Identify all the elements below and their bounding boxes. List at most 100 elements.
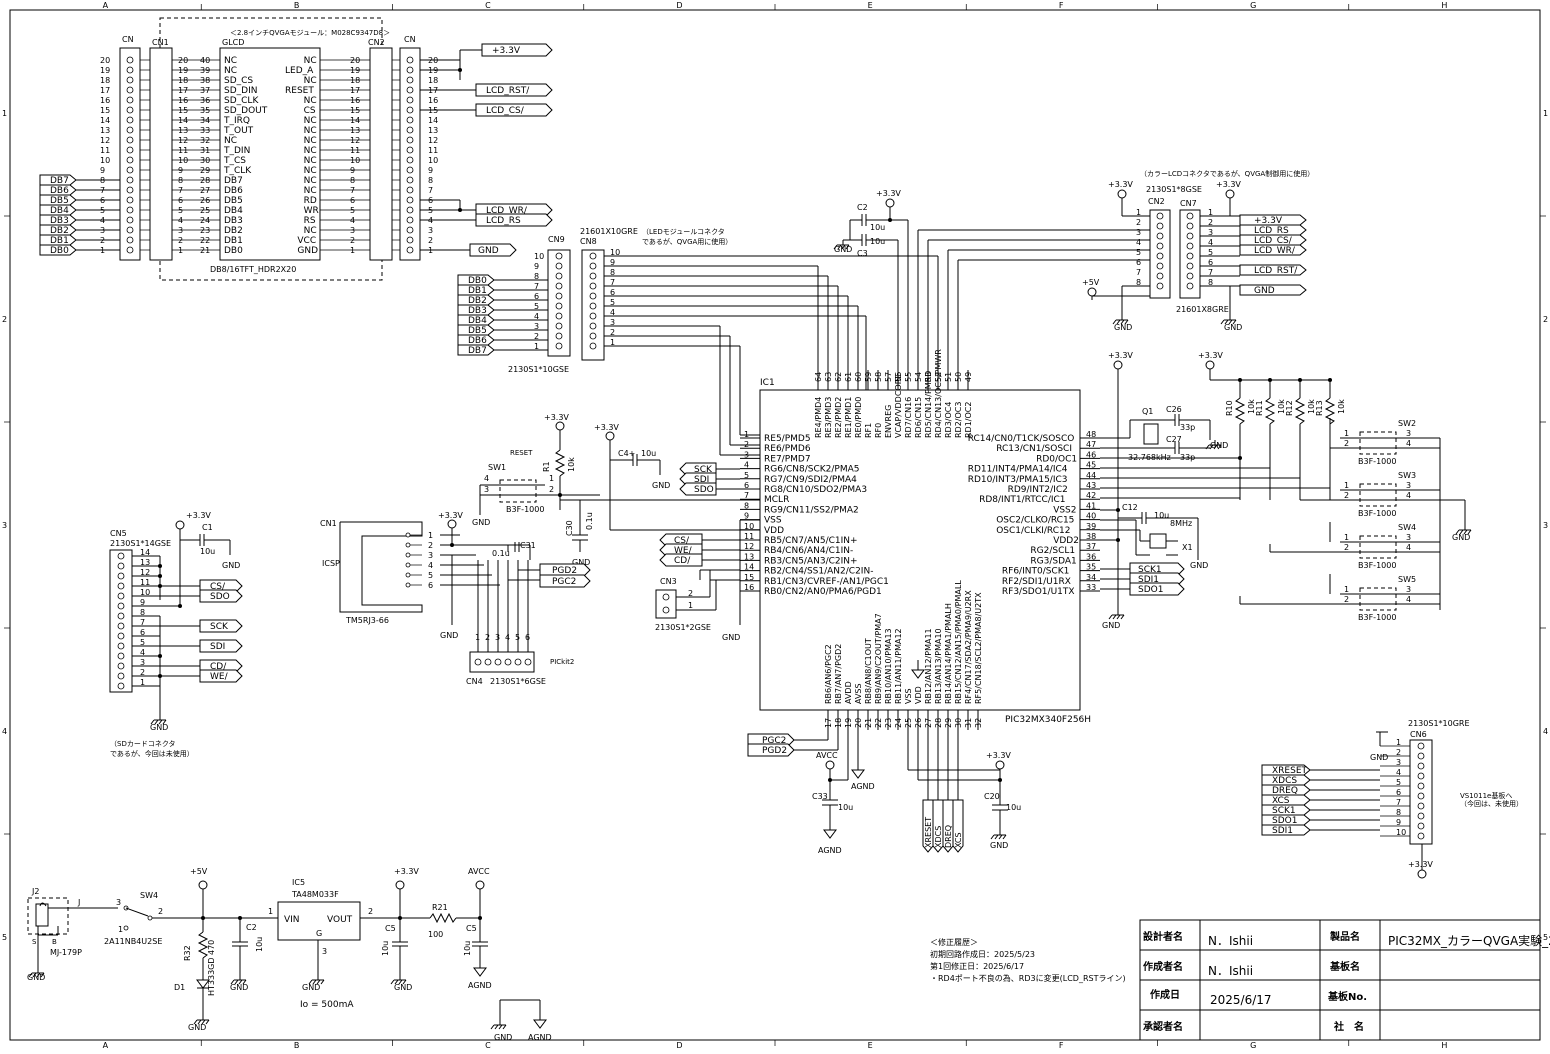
glcd-pin-b: 39 — [200, 66, 210, 75]
col-mark-bottom-E: E — [868, 1041, 873, 1050]
cn7-pin-2: 2 — [1208, 218, 1213, 227]
c33-label: C33 — [812, 792, 828, 801]
cn6-name: CN6 — [1410, 730, 1427, 739]
pgd2-bottom-label: PGD2 — [762, 746, 787, 756]
glcd-pin-a: 17 — [178, 86, 188, 95]
cn2-pin: 2 — [350, 236, 355, 245]
ic-sck-label: SCK — [694, 465, 713, 475]
ic1-sig-27: RB12/AN12/PMA11 — [924, 628, 933, 704]
ic1-sig-50: RD2/OC3 — [954, 402, 963, 438]
ic5-pin1: 1 — [268, 907, 273, 916]
cn2-pin: 20 — [350, 56, 360, 65]
cn2r-pin-6: 6 — [1136, 258, 1141, 267]
ic1-pin-45: 45 — [1086, 461, 1096, 470]
cn2-pin: 1 — [350, 246, 355, 255]
cn2r-pin-7: 7 — [1136, 268, 1141, 277]
tb-company-label: 社 名 — [1333, 1020, 1364, 1033]
cn9-pin: 5 — [534, 302, 539, 311]
cn8-pin: 3 — [610, 318, 615, 327]
cn3-part: 2130S1*2GSE — [655, 623, 711, 632]
history-line3: ・RD4ポート不良の為、RD3に変更(LCD_RSTライン) — [930, 973, 1126, 983]
glcd-right-sig: NC — [304, 166, 317, 176]
glcd-right-sig: NC — [304, 76, 317, 86]
ic1-pin-44: 44 — [1086, 471, 1096, 480]
c20-label: C20 — [984, 792, 1000, 801]
ic1-sig-41: VSS2 — [1053, 505, 1076, 515]
cn6-note2: （今回は、未使用） — [1460, 799, 1523, 808]
glcd-right-sig: RS — [304, 216, 316, 226]
icsp-cn: CN1 — [320, 519, 337, 528]
cn6-net-flag — [1261, 794, 1311, 806]
cn7-net-flag — [1239, 284, 1307, 296]
osc-gnd: GND — [1102, 621, 1120, 630]
ic1-pin-30: 30 — [954, 718, 963, 728]
ic1-sig-40: OSC2/CLKO/RC15 — [996, 516, 1074, 526]
cn9-pin: 1 — [534, 342, 539, 351]
c12-value: 10u — [1154, 511, 1169, 520]
glcd-right-sig: NC — [304, 186, 317, 196]
cn-right-pin: 16 — [428, 96, 438, 105]
ic1-sig-24: RB11/AN11/PMA12 — [894, 628, 903, 704]
col-mark-bottom-H: H — [1441, 1041, 1447, 1050]
ic5-vin: VIN — [284, 915, 300, 925]
cn5-pin-6: 6 — [140, 628, 145, 637]
c31-value: 0.1u — [492, 549, 510, 558]
tb-date: 2025/6/17 — [1210, 993, 1272, 1007]
switch-sw2: SW2 — [1398, 419, 1416, 428]
cn7-vcc: +3.3V — [1216, 180, 1241, 189]
cn7-net-label: LCD_WR/ — [1254, 246, 1296, 256]
cn7-pin-5: 5 — [1208, 248, 1213, 257]
j-label: J — [77, 898, 80, 907]
glcd-pin-b: 27 — [200, 186, 210, 195]
c30-value: 0.1u — [585, 512, 594, 530]
ic1-sig-1: RE5/PMD5 — [764, 434, 811, 444]
ic1-sig-55: RD7/CN16 — [904, 397, 913, 438]
ic1-pin-28: 28 — [934, 718, 943, 728]
ic1-sig-13: RB3/CN5/AN3/C2IN+ — [764, 556, 858, 566]
ic-sdi1-label: SDI1 — [1138, 575, 1159, 585]
cn-right-pin: 10 — [428, 156, 438, 165]
ic-sdo1-label: SDO1 — [1138, 585, 1163, 595]
icsp-pin-3: 3 — [428, 551, 433, 560]
tb-date-label: 作成日 — [1150, 988, 1180, 1001]
glcd-right-sig: WR — [304, 206, 319, 216]
ic1-sig-45: RD11/INT4/PMA14/IC4 — [968, 465, 1068, 475]
left-db3-flag — [39, 214, 77, 226]
pullup-vcc: +3.3V — [1198, 351, 1223, 360]
cn2r-pin-2: 2 — [1136, 218, 1141, 227]
cn5-net-flag — [199, 639, 243, 653]
glcd-right-sig: VCC — [297, 236, 316, 246]
left-db6-label: DB6 — [50, 186, 69, 196]
j2-label: J2 — [31, 887, 39, 896]
ic1-pin-20: 20 — [854, 718, 863, 728]
col-mark-top-E: E — [868, 1, 873, 10]
cn-right-pin: 13 — [428, 126, 438, 135]
osc-vcc: +3.3V — [1108, 351, 1133, 360]
cn2-pin: 13 — [350, 126, 360, 135]
ic1-pin-7: 7 — [744, 491, 749, 500]
glcd-left-sig: NC — [224, 136, 237, 146]
ic5-g: G — [316, 929, 322, 938]
q1-body — [1143, 423, 1159, 445]
ic1-sig-56: VCAP/VDDCORE — [894, 374, 903, 438]
cn2-pin: 14 — [350, 116, 360, 125]
avcc-label-ic: AVCC — [816, 751, 838, 760]
ic-vss-gnd: GND — [722, 633, 740, 642]
ic1-pin-40: 40 — [1086, 512, 1096, 521]
col-mark-bottom-G: G — [1250, 1041, 1256, 1050]
net-wr-label: LCD_WR/ — [486, 206, 528, 216]
sw-pin1: 1 — [1344, 585, 1349, 594]
cn2-pin: 12 — [350, 136, 360, 145]
cn6-net-label: XDCS — [1272, 776, 1297, 786]
glcd-left-sig: NC — [224, 56, 237, 66]
glcd-left-sig: T_IRQ — [223, 116, 250, 126]
icsp-jack — [339, 521, 423, 613]
row-mark-right-2: 2 — [1543, 315, 1548, 324]
pullup-r13-value: 10k — [1337, 399, 1346, 414]
ic1-pin-48: 48 — [1086, 430, 1096, 439]
